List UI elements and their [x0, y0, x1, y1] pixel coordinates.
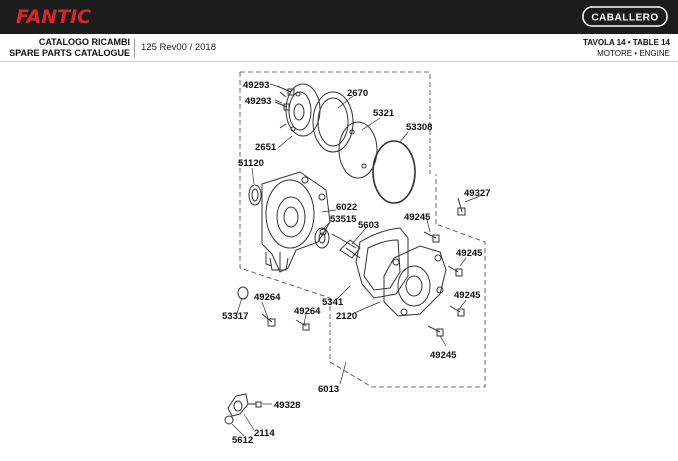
part-label: 49245 [404, 212, 431, 223]
gasket-2670 [312, 91, 354, 153]
leader-lines [231, 83, 481, 437]
catalogue-title-en: SPARE PARTS CATALOGUE [9, 48, 130, 58]
table-reference: TAVOLA 14 • TABLE 14 MOTORE • ENGINE [583, 37, 670, 59]
bolt-49264-a [261, 313, 276, 327]
bolt-49293-lower [274, 101, 290, 111]
seal-51120 [248, 184, 262, 206]
plate-5321 [338, 121, 378, 179]
gasket-5341 [355, 227, 409, 299]
fantic-logo: FANTIC [16, 6, 91, 27]
part-label: 49293 [243, 80, 269, 91]
part-label: 2120 [336, 311, 357, 322]
part-label: 6013 [318, 384, 339, 395]
table-section: MOTORE • ENGINE [597, 49, 670, 58]
catalogue-title-it: CATALOGO RICAMBI [38, 37, 130, 47]
part-label: 5603 [358, 220, 379, 231]
part-label: 49327 [464, 188, 490, 199]
part-label: 6022 [336, 202, 357, 213]
part-label: 49264 [254, 292, 281, 303]
o-ring-53308 [372, 140, 416, 204]
part-label: 5321 [373, 108, 395, 119]
part-label: 5612 [232, 435, 253, 446]
bolt-49327 [457, 197, 466, 216]
catalogue-title: CATALOGO RICAMBI SPARE PARTS CATALOGUE [8, 37, 130, 59]
header-info-bar: CATALOGO RICAMBI SPARE PARTS CATALOGUE 1… [0, 34, 678, 62]
bolt-49245-c [449, 305, 465, 317]
part-label: 2651 [255, 142, 277, 153]
pump-housing [261, 171, 331, 273]
caballero-logo-text: CABALLERO [591, 13, 658, 24]
part-label: 53317 [222, 311, 248, 322]
part-label: 49328 [274, 400, 300, 411]
bearing-53515 [314, 227, 330, 249]
plug-53317 [237, 286, 249, 300]
part-label: 51120 [238, 158, 264, 169]
group-outlines [239, 71, 486, 388]
part-label: 49293 [245, 96, 271, 107]
bolt-49245-a [423, 231, 440, 243]
bolt-49245-d [427, 325, 444, 337]
part-label: 53308 [406, 122, 432, 133]
caballero-logo: CABALLERO [582, 6, 668, 27]
bolt-49245-b [447, 265, 463, 277]
part-label: 2114 [254, 428, 275, 439]
header-divider [134, 39, 135, 57]
outer-cover-2120 [383, 245, 447, 317]
part-label: 49245 [454, 290, 481, 301]
fantic-logo-text: FANTIC [16, 6, 91, 27]
exploded-parts-diagram: 49293 49293 2670 5321 53308 2651 51120 4… [222, 71, 490, 446]
part-label: 49245 [430, 350, 457, 361]
water-pump-drawing [224, 83, 466, 425]
part-label: 5341 [322, 297, 344, 308]
part-label: 49245 [456, 248, 483, 259]
part-label: 53515 [330, 214, 357, 225]
part-labels: 49293 49293 2670 5321 53308 2651 51120 4… [222, 80, 490, 446]
bolt-49264-b [295, 319, 310, 331]
table-number: TAVOLA 14 • TABLE 14 [583, 38, 670, 47]
thermostat-assembly [224, 393, 262, 425]
part-label: 2670 [347, 88, 368, 99]
revision-label: 125 Rev00 / 2018 [141, 42, 217, 53]
impeller-5603 [331, 233, 361, 259]
part-label: 49264 [294, 306, 321, 317]
top-bar: FANTIC CABALLERO [0, 0, 678, 34]
